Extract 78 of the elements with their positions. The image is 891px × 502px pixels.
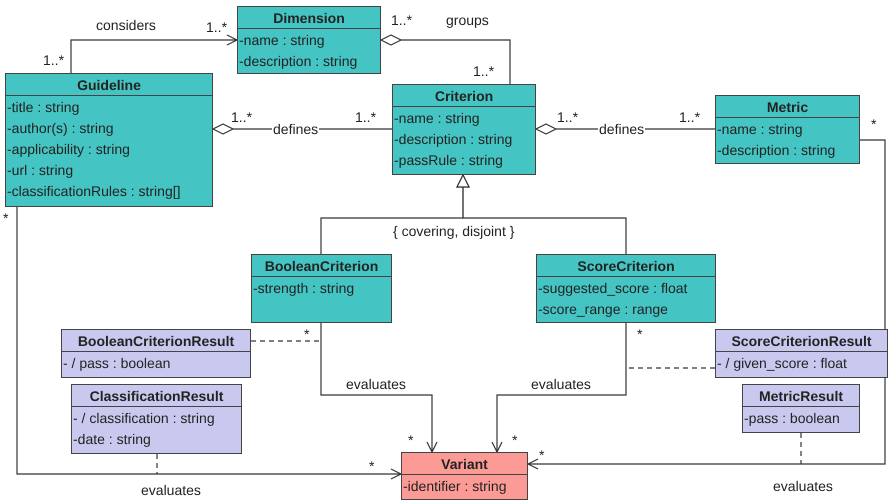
- attribute-text: - / given_score : float: [716, 354, 848, 373]
- association-arrow: [70, 34, 238, 73]
- multiplicity-label: 1..*: [354, 109, 378, 125]
- dashed-line: [251, 340, 321, 342]
- multiplicity-label: *: [303, 326, 310, 342]
- multiplicity-label: *: [870, 116, 878, 132]
- class-box: [61, 329, 251, 378]
- multiplicity-label: 1..*: [230, 109, 254, 125]
- attribute-text: -url : string: [6, 161, 74, 180]
- attribute-text: -date : string: [72, 430, 152, 449]
- class-box: [237, 6, 381, 74]
- attribute-text: -suggested_score : float: [537, 279, 688, 298]
- attribute-text: -pass : boolean: [743, 409, 841, 428]
- attribute-text: -passRule : string: [393, 151, 504, 170]
- attribute-text: -description : string: [716, 141, 836, 160]
- association-arrow: [491, 323, 627, 453]
- generalization-arrow: [456, 174, 627, 254]
- class-box: [392, 84, 536, 175]
- aggregation-line: [380, 34, 511, 84]
- class-name: Metric: [716, 96, 859, 118]
- constraint-label: { covering, disjoint }: [392, 223, 516, 239]
- multiplicity-label: 1..*: [390, 12, 414, 28]
- class-name: Criterion: [393, 85, 535, 107]
- class-box: [71, 384, 242, 454]
- class-box: [715, 95, 860, 164]
- attribute-text: -name : string: [393, 109, 481, 128]
- attribute-text: -strength : string: [252, 279, 356, 298]
- edge-label: evaluates: [140, 482, 202, 498]
- association-arrow: [16, 207, 402, 480]
- dashed-line: [800, 433, 802, 464]
- multiplicity-label: *: [511, 432, 518, 448]
- multiplicity-label: *: [368, 458, 376, 474]
- edge-label: considers: [95, 17, 157, 33]
- dashed-line: [156, 454, 158, 474]
- attribute-text: -name : string: [716, 120, 804, 139]
- attribute-text: -description : string: [238, 52, 358, 71]
- class-box: [715, 329, 888, 378]
- attribute-text: -score_range : range: [537, 300, 669, 319]
- attribute-text: - / pass : boolean: [62, 354, 172, 373]
- attribute-text: - / classification : string: [72, 409, 216, 428]
- multiplicity-label: *: [538, 447, 546, 463]
- class-name: ClassificationResult: [72, 385, 241, 407]
- multiplicity-label: 1..*: [556, 109, 580, 125]
- multiplicity-label: 1..*: [678, 109, 702, 125]
- multiplicity-label: *: [636, 326, 644, 342]
- edge-label: defines: [598, 121, 646, 137]
- edge-label: evaluates: [772, 478, 834, 494]
- class-box: [742, 384, 860, 433]
- class-box: [536, 254, 716, 323]
- edge-label: evaluates: [530, 376, 592, 392]
- attribute-text: -title : string: [6, 98, 80, 117]
- class-name: MetricResult: [743, 385, 859, 407]
- multiplicity-label: 1..*: [42, 52, 66, 68]
- attribute-text: -applicability : string: [6, 140, 131, 159]
- association-arrow: [320, 323, 438, 453]
- class-name: Guideline: [6, 74, 212, 96]
- class-name: Dimension: [238, 7, 380, 29]
- dashed-line: [626, 367, 715, 369]
- multiplicity-label: *: [407, 432, 414, 448]
- class-box: [251, 254, 392, 323]
- association-arrow: [527, 139, 886, 470]
- attribute-text: -name : string: [238, 31, 326, 50]
- multiplicity-label: 1..*: [205, 19, 228, 35]
- class-name: BooleanCriterionResult: [62, 330, 250, 352]
- attribute-text: -identifier : string: [402, 477, 508, 496]
- class-box: [401, 452, 528, 500]
- edge-label: defines: [272, 121, 320, 137]
- attribute-text: -description : string: [393, 130, 514, 149]
- multiplicity-label: *: [2, 210, 10, 226]
- edge-label: evaluates: [345, 376, 407, 392]
- class-box: [5, 73, 213, 207]
- class-name: ScoreCriterion: [537, 255, 715, 277]
- attribute-text: -classificationRules : string[]: [6, 182, 182, 201]
- class-name: Variant: [402, 453, 527, 475]
- class-name: ScoreCriterionResult: [716, 330, 887, 352]
- class-name: BooleanCriterion: [252, 255, 391, 277]
- multiplicity-label: 1..*: [472, 63, 496, 79]
- attribute-text: -author(s) : string: [6, 119, 115, 138]
